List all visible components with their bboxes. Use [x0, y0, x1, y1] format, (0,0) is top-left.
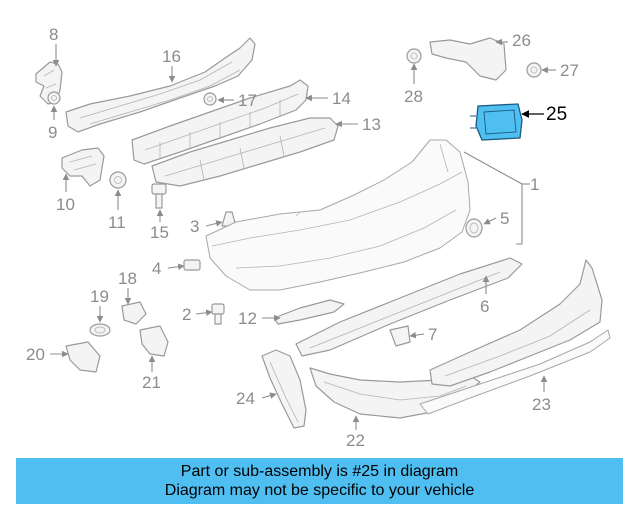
- part-17-nut: [203, 92, 217, 106]
- part-4-clip: [183, 259, 201, 271]
- callout-3: 3: [190, 217, 199, 236]
- callout-20: 20: [26, 345, 45, 364]
- callout-23: 23: [532, 395, 551, 414]
- callout-8: 8: [49, 25, 58, 44]
- part-7-bracket: [389, 325, 411, 347]
- callout-2: 2: [182, 305, 191, 324]
- part-27-bolt: [526, 62, 542, 78]
- part-20-bracket: [65, 341, 101, 373]
- part-6-trim-strip: [295, 257, 523, 357]
- info-banner: Part or sub-assembly is #25 in diagram D…: [16, 458, 623, 504]
- callout-10: 10: [56, 195, 75, 214]
- part-2-bolt: [211, 303, 225, 325]
- callout-4: 4: [152, 259, 161, 278]
- banner-line-2: Diagram may not be specific to your vehi…: [164, 482, 475, 499]
- callout-6: 6: [480, 297, 489, 316]
- callout-15: 15: [150, 223, 169, 242]
- callout-28: 28: [404, 87, 423, 106]
- part-12-reflector: [273, 299, 345, 325]
- callout-7: 7: [428, 325, 437, 344]
- leader-lines: [50, 38, 556, 430]
- callout-16: 16: [162, 47, 181, 66]
- callout-13: 13: [362, 115, 381, 134]
- callout-25: 25: [546, 104, 567, 125]
- part-11-clip: [109, 171, 127, 189]
- part-25-highlighted[interactable]: [470, 103, 523, 141]
- callout-labels: 8 9 16 17 14 13 10 11 15 3 26 27 28 25 1…: [26, 25, 579, 450]
- callout-11: 11: [108, 213, 126, 232]
- part-26-bracket: [429, 37, 507, 81]
- part-28-nut: [406, 48, 422, 64]
- callout-22: 22: [346, 431, 365, 450]
- callout-27: 27: [560, 61, 579, 80]
- part-21-bracket: [139, 325, 169, 357]
- callout-9: 9: [48, 123, 57, 142]
- banner-line-1: Part or sub-assembly is #25 in diagram: [180, 463, 459, 480]
- part-19-grommet: [89, 323, 111, 337]
- callout-1: 1: [530, 175, 539, 194]
- callout-17: 17: [238, 91, 257, 110]
- part-5-sensor: [465, 218, 483, 238]
- part-9-nut: [47, 91, 61, 105]
- part-16-reinforcement-bar: [65, 37, 256, 133]
- callout-18: 18: [118, 269, 137, 288]
- callout-26: 26: [512, 31, 531, 50]
- callout-19: 19: [90, 287, 109, 306]
- callout-14: 14: [332, 89, 351, 108]
- part-18-clip: [121, 301, 147, 325]
- part-24-side-trim: [261, 349, 307, 429]
- part-13-absorber: [151, 117, 339, 187]
- callout-21: 21: [142, 373, 161, 392]
- part-10-bracket: [61, 147, 105, 187]
- callout-12: 12: [238, 309, 257, 328]
- part-1-bumper-cover: [205, 139, 471, 291]
- part-23-diffuser: [419, 259, 611, 415]
- callout-5: 5: [500, 209, 509, 228]
- callout-24: 24: [236, 389, 255, 408]
- part-15-bolt: [151, 183, 167, 209]
